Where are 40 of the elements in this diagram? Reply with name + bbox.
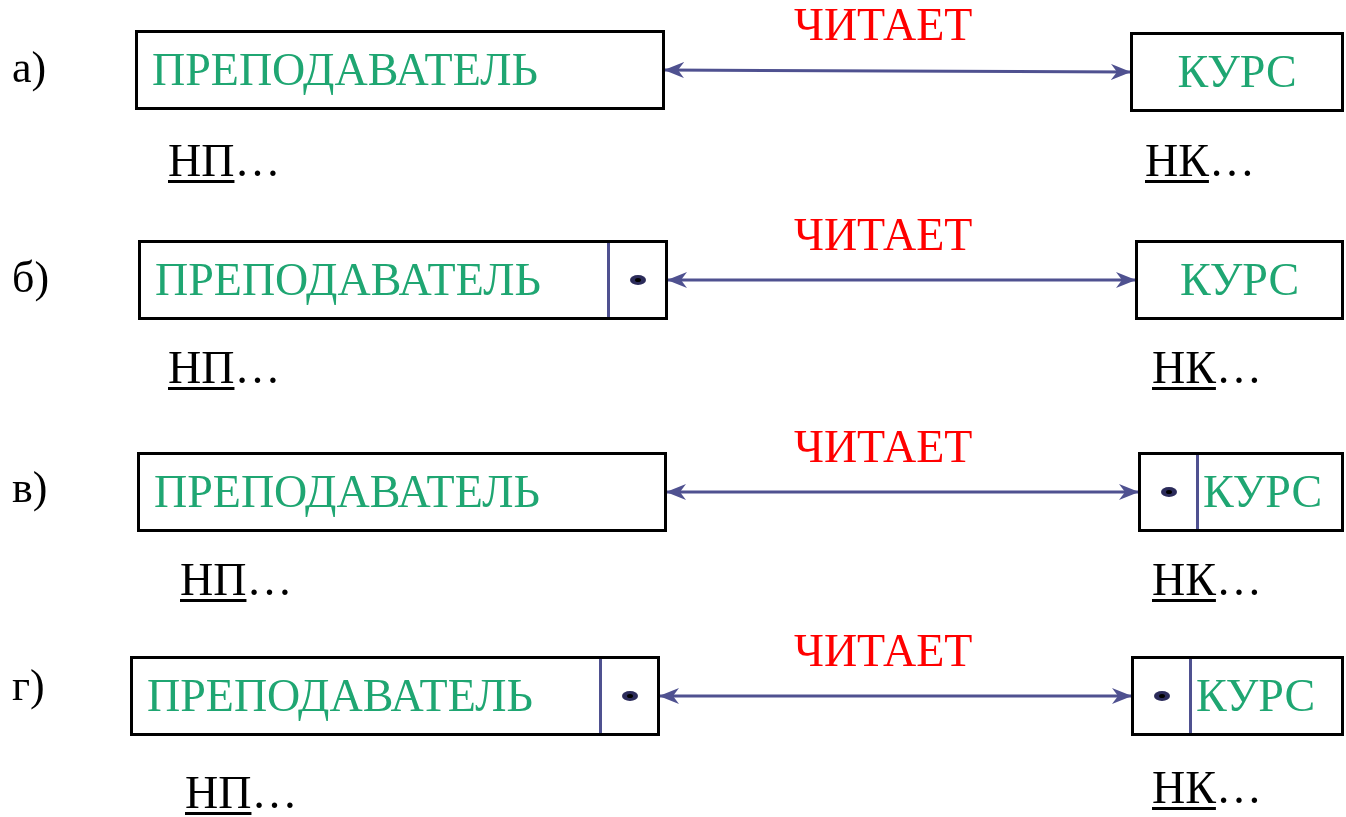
entity-box [1135,240,1344,320]
entity-name: ПРЕПОДАВАТЕЛЬ [146,673,534,719]
key-attribute: НК [1152,557,1216,603]
entity-name: ПРЕПОДАВАТЕЛЬ [151,47,539,93]
ellipsis: … [1215,345,1262,391]
key-attribute: НП [168,138,235,184]
row-letter: б) [12,256,50,300]
entity-box [130,656,660,736]
entity-name: ПРЕПОДАВАТЕЛЬ [153,469,541,515]
entity-name: КУРС [1176,49,1298,95]
ellipsis: … [1208,138,1255,184]
row-letter: г) [12,664,45,708]
ellipsis: … [234,138,281,184]
double-arrow [664,62,1131,80]
row-letter: а) [12,46,47,90]
ellipsis: … [1215,557,1262,603]
entity-box [137,452,667,532]
entity-name: КУРС [1178,257,1301,303]
ellipsis: … [251,770,298,816]
double-arrow [659,688,1132,704]
ellipsis: … [246,557,293,603]
row-letter: в) [12,466,48,510]
ellipsis: … [1215,765,1262,811]
key-attribute: НП [168,345,235,391]
double-arrow [666,484,1139,500]
key-attribute: НК [1152,345,1216,391]
entity-box [1138,452,1344,532]
entity-name: КУРС [1195,673,1316,719]
double-arrow [667,272,1136,288]
entity-box [138,240,668,320]
entity-name: КУРС [1202,469,1323,515]
key-attribute: НП [180,557,247,603]
key-attribute: НК [1145,138,1209,184]
key-attribute: НП [185,770,252,816]
entity-box [135,30,665,110]
ellipsis: … [234,345,281,391]
entity-name: ПРЕПОДАВАТЕЛЬ [154,257,542,303]
key-attribute: НК [1152,765,1216,811]
entity-box [1131,656,1344,736]
entity-box [1130,32,1344,112]
